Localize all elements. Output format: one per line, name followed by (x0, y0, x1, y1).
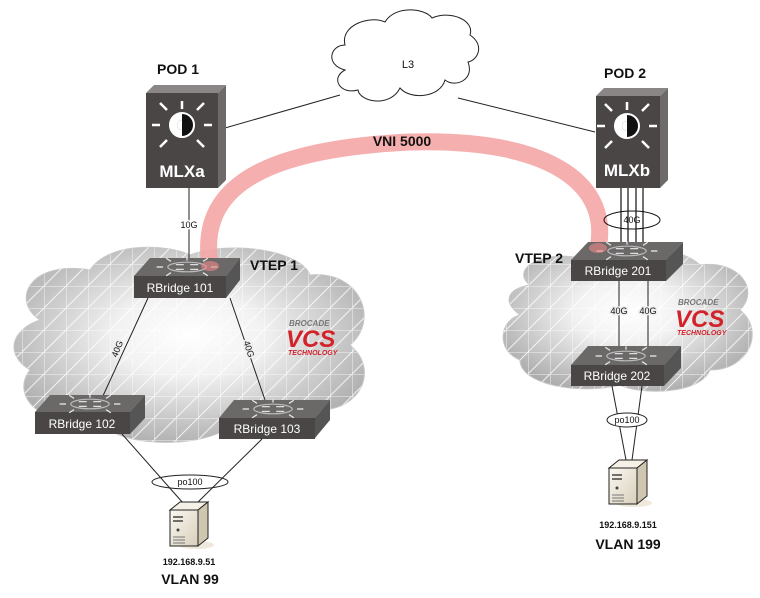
switch-rbridge-101[interactable]: RBridge 101 (134, 256, 240, 298)
switch-label: RBridge 102 (49, 417, 116, 431)
uplink-label-pod1: 10G (180, 220, 197, 230)
link-mlxa-l3 (217, 94, 341, 131)
link-mlxb-rb201: 40G (603, 188, 661, 250)
port-channel-pod2: po100 (606, 385, 648, 461)
server-icon (607, 458, 652, 507)
fabric-link-label: 40G (639, 306, 656, 316)
vcs-logo-main: VCS (675, 306, 724, 333)
switch-rbridge-103[interactable]: RBridge 103 (219, 398, 330, 439)
tunnel-endpoint (589, 243, 607, 253)
vtep1-label: VTEP 1 (250, 257, 298, 273)
server-ip: 192.168.9.51 (163, 557, 216, 567)
router-mlxb[interactable]: MLXb (596, 88, 668, 188)
pod1-label: POD 1 (157, 61, 199, 77)
vlan-label: VLAN 99 (161, 571, 219, 587)
pod2-label: POD 2 (604, 65, 646, 81)
switch-label: RBridge 201 (585, 264, 652, 278)
vcs-logo-bottom: TECHNOLOGY (677, 330, 728, 337)
switch-rbridge-202[interactable]: RBridge 202 (571, 345, 681, 386)
router-mlxa[interactable]: MLXa (146, 85, 226, 188)
vni-tunnel (200, 133, 609, 274)
tunnel-endpoint (201, 261, 219, 271)
vcs-logo-bottom: TECHNOLOGY (288, 350, 339, 357)
switch-label: RBridge 103 (234, 422, 301, 436)
link-mlxb-l3 (457, 97, 596, 133)
router-name: MLXb (604, 161, 650, 180)
l3-cloud: L3 (331, 9, 480, 102)
switch-label: RBridge 101 (147, 281, 214, 295)
server-pod2[interactable]: 192.168.9.151 VLAN 199 (595, 458, 661, 552)
server-ip: 192.168.9.151 (599, 520, 657, 530)
uplink-label-pod2: 40G (623, 215, 640, 225)
vcs-fabric-pod2 (502, 246, 753, 392)
router-icon (152, 101, 212, 148)
link-rb101-rb103 (229, 297, 266, 401)
l3-cloud-label: L3 (402, 59, 414, 71)
server-icon (168, 500, 214, 549)
link-rb101-rb102 (101, 297, 149, 399)
switch-rbridge-102[interactable]: RBridge 102 (35, 393, 145, 434)
port-channel-label: po100 (614, 415, 639, 425)
switch-rbridge-201[interactable]: RBridge 201 (571, 240, 683, 281)
vcs-logo-top: BROCADE (289, 319, 330, 328)
router-name: MLXa (159, 162, 205, 181)
brocade-vcs-logo: BROCADE VCS TECHNOLOGY (286, 319, 339, 357)
vcs-logo-main: VCS (286, 326, 335, 353)
fabric-link-label: 40G (610, 306, 627, 316)
port-channel-pod1: po100 (121, 433, 263, 504)
server-pod1[interactable]: 192.168.9.51 VLAN 99 (161, 500, 219, 587)
vni-label: VNI 5000 (373, 133, 432, 149)
brocade-vcs-logo: BROCADE VCS TECHNOLOGY (675, 298, 728, 337)
switch-label: RBridge 202 (584, 369, 651, 383)
vtep2-label: VTEP 2 (515, 250, 563, 266)
router-icon (597, 102, 657, 149)
port-channel-label: po100 (177, 477, 202, 487)
vcs-logo-top: BROCADE (678, 298, 719, 307)
vlan-label: VLAN 199 (595, 536, 661, 552)
vcs-fabric-pod1 (13, 246, 365, 443)
